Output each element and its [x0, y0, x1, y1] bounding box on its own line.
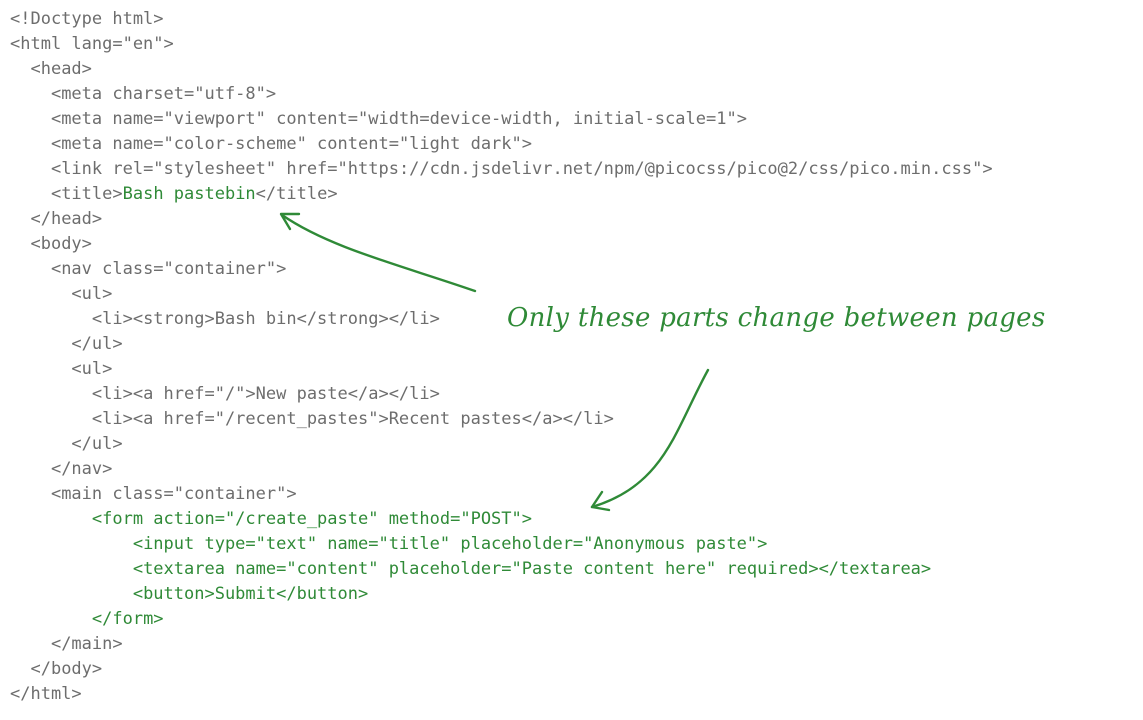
code-line: <button>Submit</button> [10, 582, 993, 607]
code-line: <textarea name="content" placeholder="Pa… [10, 557, 993, 582]
code-segment: <li><a href="/recent_pastes">Recent past… [91, 409, 614, 429]
code-segment: <!Doctype html> [10, 9, 164, 29]
code-line: <form action="/create_paste" method="POS… [10, 507, 993, 532]
code-line: </ul> [10, 332, 993, 357]
code-line: <!Doctype html> [10, 7, 993, 32]
code-indent [10, 584, 133, 604]
code-indent [10, 409, 92, 429]
code-segment: <li><strong>Bash bin</strong></li> [91, 309, 440, 329]
code-line: <html lang="en"> [10, 32, 993, 57]
code-segment-highlighted: Bash pastebin [122, 184, 256, 204]
code-indent [10, 159, 51, 179]
code-indent [10, 659, 30, 679]
code-indent [10, 609, 92, 629]
code-segment: </ul> [71, 334, 123, 354]
code-line: <title>Bash pastebin</title> [10, 182, 993, 207]
code-segment: <meta charset="utf-8"> [50, 84, 277, 104]
code-line: <head> [10, 57, 993, 82]
code-line: <meta charset="utf-8"> [10, 82, 993, 107]
code-line: </head> [10, 207, 993, 232]
code-segment: </body> [30, 659, 103, 679]
code-line: </form> [10, 607, 993, 632]
code-segment-highlighted: <textarea name="content" placeholder="Pa… [132, 559, 932, 579]
code-segment-highlighted: <button>Submit</button> [132, 584, 369, 604]
code-line: <meta name="color-scheme" content="light… [10, 132, 993, 157]
code-segment: <main class="container"> [50, 484, 297, 504]
code-segment: <li><a href="/">New paste</a></li> [91, 384, 440, 404]
code-line: <ul> [10, 282, 993, 307]
code-segment: <meta name="color-scheme" content="light… [50, 134, 532, 154]
code-indent [10, 184, 51, 204]
code-segment: <meta name="viewport" content="width=dev… [50, 109, 747, 129]
code-segment: </html> [10, 684, 82, 704]
code-segment: </main> [50, 634, 123, 654]
code-indent [10, 559, 133, 579]
code-segment: </head> [30, 209, 103, 229]
code-line: </nav> [10, 457, 993, 482]
code-line: <ul> [10, 357, 993, 382]
code-indent [10, 109, 51, 129]
code-indent [10, 59, 30, 79]
code-line: <li><a href="/">New paste</a></li> [10, 382, 993, 407]
code-segment: <body> [30, 234, 92, 254]
code-line: <nav class="container"> [10, 257, 993, 282]
code-indent [10, 284, 71, 304]
code-indent [10, 534, 133, 554]
code-indent [10, 259, 51, 279]
code-indent [10, 334, 71, 354]
code-line: <li><strong>Bash bin</strong></li> [10, 307, 993, 332]
code-indent [10, 84, 51, 104]
code-indent [10, 509, 92, 529]
code-line: <body> [10, 232, 993, 257]
code-indent [10, 209, 30, 229]
code-indent [10, 384, 92, 404]
code-indent [10, 459, 51, 479]
code-indent [10, 484, 51, 504]
code-line: <li><a href="/recent_pastes">Recent past… [10, 407, 993, 432]
code-line: </ul> [10, 432, 993, 457]
code-line: </body> [10, 657, 993, 682]
code-line: </html> [10, 682, 993, 707]
code-segment-highlighted: <form action="/create_paste" method="POS… [91, 509, 532, 529]
code-segment: <link rel="stylesheet" href="https://cdn… [50, 159, 993, 179]
code-segment: <ul> [71, 359, 113, 379]
code-line: <meta name="viewport" content="width=dev… [10, 107, 993, 132]
code-segment: <nav class="container"> [50, 259, 287, 279]
code-segment: </nav> [50, 459, 113, 479]
code-line: <link rel="stylesheet" href="https://cdn… [10, 157, 993, 182]
code-indent [10, 434, 71, 454]
code-block: <!Doctype html> <html lang="en"> <head> <… [10, 7, 993, 707]
code-indent [10, 309, 92, 329]
code-segment: <html lang="en"> [10, 34, 174, 54]
code-indent [10, 234, 30, 254]
code-line: <main class="container"> [10, 482, 993, 507]
annotation-label: Only these parts change between pages [507, 303, 1046, 333]
code-indent [10, 359, 71, 379]
code-line: <input type="text" name="title" placehol… [10, 532, 993, 557]
code-segment: <title> [50, 184, 123, 204]
code-indent [10, 134, 51, 154]
code-segment: <ul> [71, 284, 113, 304]
code-segment: <head> [30, 59, 92, 79]
code-segment-highlighted: <input type="text" name="title" placehol… [132, 534, 768, 554]
code-segment: </ul> [71, 434, 123, 454]
code-segment-highlighted: </form> [91, 609, 164, 629]
code-indent [10, 634, 51, 654]
code-line: </main> [10, 632, 993, 657]
code-segment: </title> [255, 184, 338, 204]
